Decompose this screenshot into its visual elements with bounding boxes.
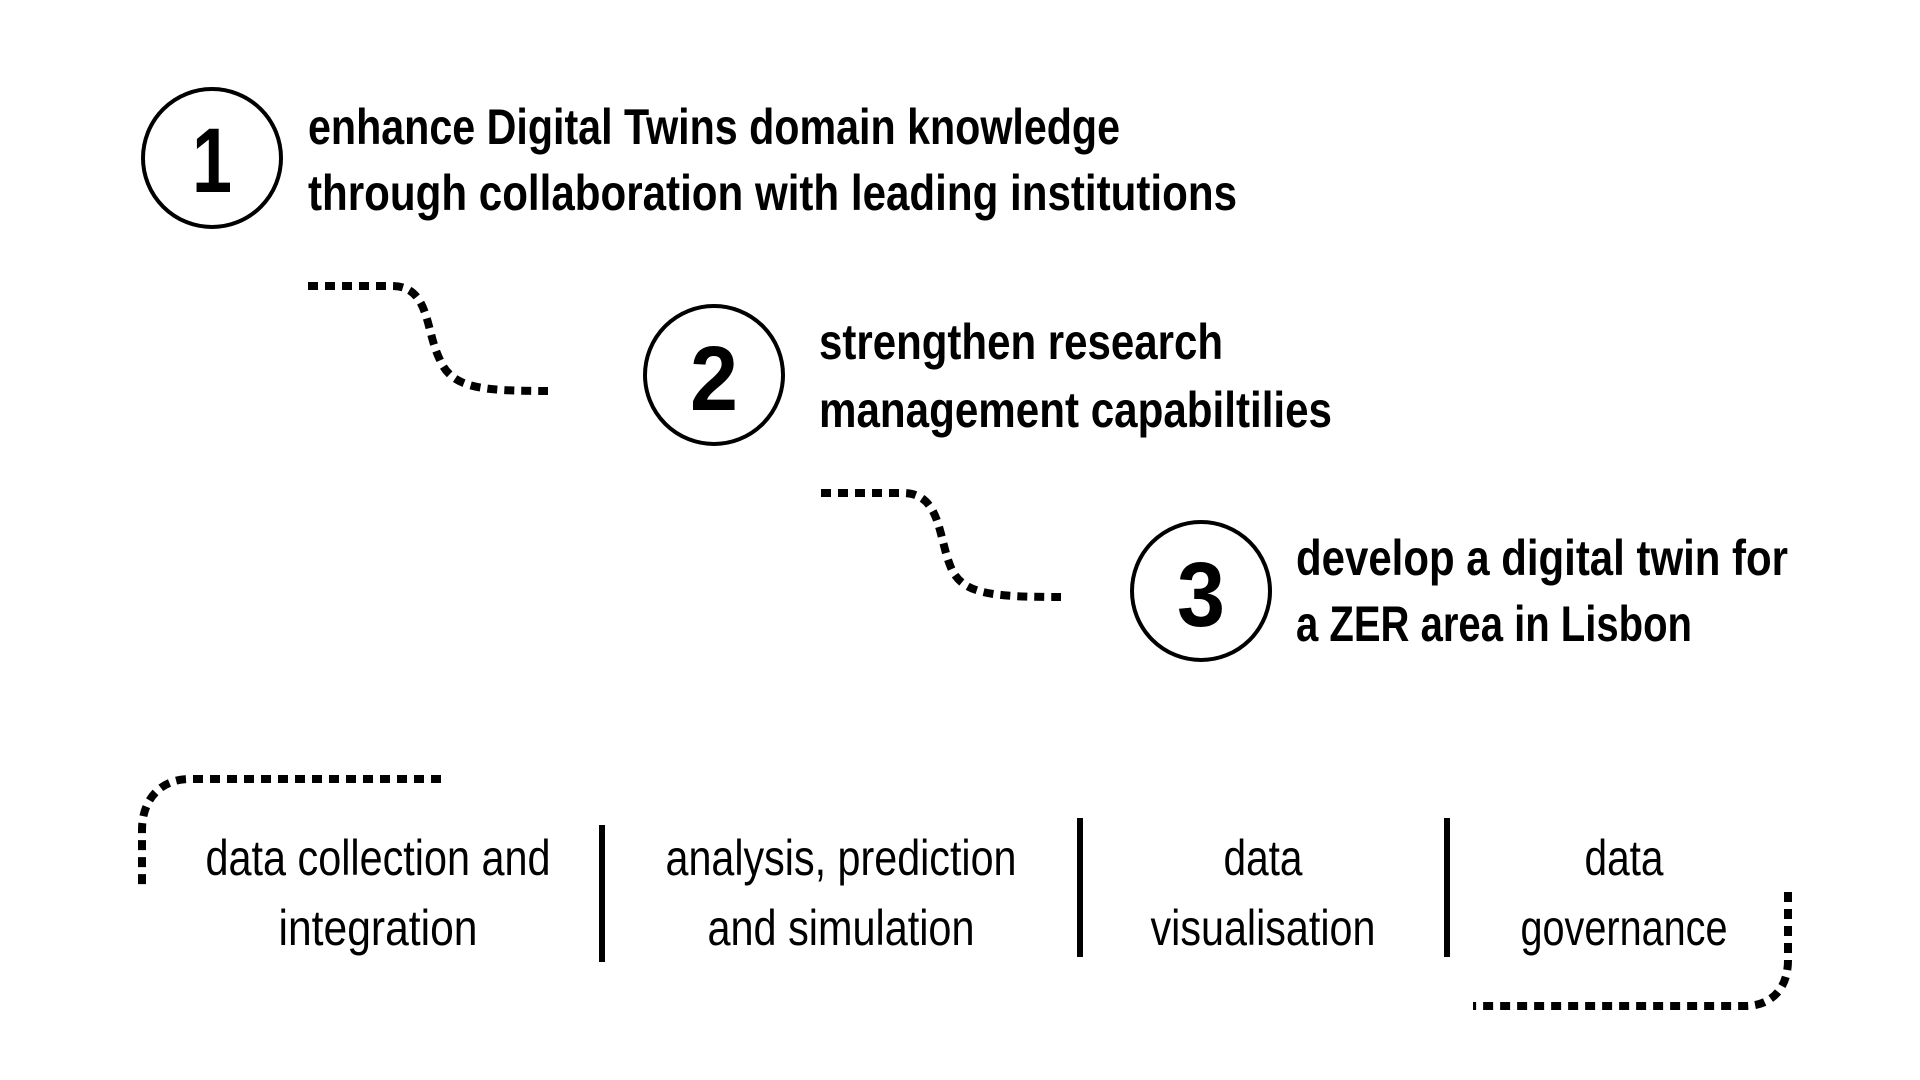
pillar-data-collection: data collection and integration — [206, 830, 551, 956]
pillar-2-line-2: and simulation — [708, 900, 975, 956]
pillar-2-line-1: analysis, prediction — [666, 830, 1017, 886]
pillar-visualisation: data visualisation — [1151, 830, 1376, 956]
step-1-circle — [141, 87, 283, 229]
pillar-4-line-1: data — [1585, 830, 1664, 886]
pillar-1-line-2: integration — [279, 900, 478, 956]
step-3-text-line-1: develop a digital twin for — [1296, 530, 1788, 586]
step-3-text-line-2: a ZER area in Lisbon — [1296, 596, 1692, 652]
pillar-analysis: analysis, prediction and simulation — [666, 830, 1017, 956]
step-2: 2 strengthen research management capabil… — [643, 304, 1332, 446]
step-1-number: 1 — [192, 110, 232, 212]
step-3-circle — [1130, 520, 1272, 662]
right-dotted-bracket — [1473, 892, 1792, 1010]
pillar-3-line-2: visualisation — [1151, 900, 1376, 956]
step-2-text-line-1: strengthen research — [819, 314, 1223, 370]
step-1: 1 enhance Digital Twins domain knowledge… — [141, 87, 1237, 229]
step-3: 3 develop a digital twin for a ZER area … — [1130, 520, 1788, 662]
pillar-governance: data governance — [1521, 830, 1728, 956]
dotted-connector-1-2 — [308, 282, 549, 395]
step-1-text-line-1: enhance Digital Twins domain knowledge — [308, 99, 1120, 155]
step-2-number: 2 — [690, 328, 738, 430]
pillar-4-line-2: governance — [1521, 900, 1728, 956]
pillar-3-line-1: data — [1224, 830, 1303, 886]
step-2-circle — [643, 304, 785, 446]
left-dotted-bracket — [138, 775, 441, 888]
dotted-connector-2-3 — [821, 489, 1062, 601]
step-2-text-line-2: management capabiltilies — [819, 382, 1332, 438]
step-3-number: 3 — [1177, 544, 1225, 646]
step-1-text-line-2: through collaboration with leading insti… — [308, 165, 1237, 221]
pillar-1-line-1: data collection and — [206, 830, 551, 886]
